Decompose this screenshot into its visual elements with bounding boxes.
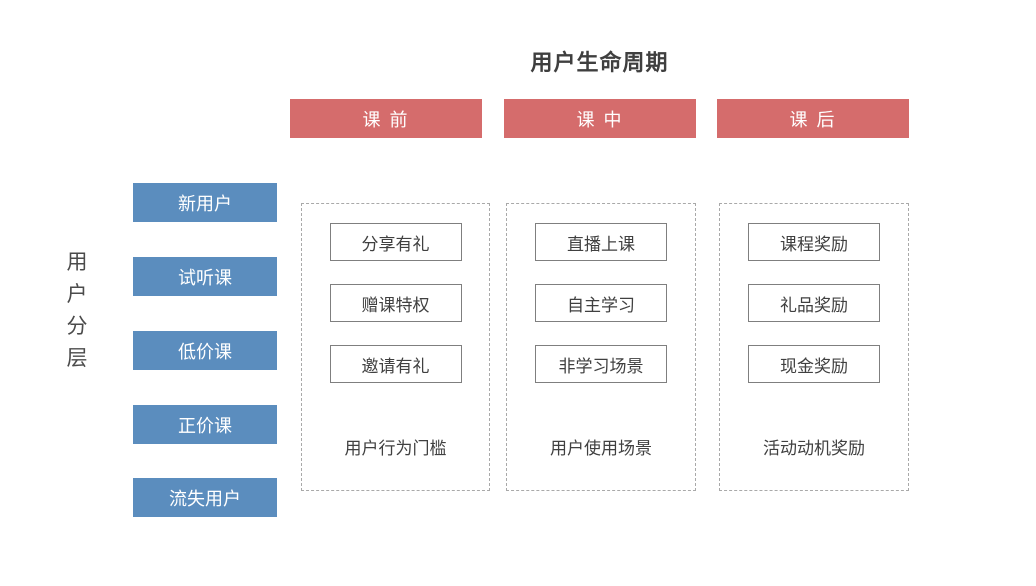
segment-low-price-class: 低价课 [133,331,277,370]
item-non-learning-scenario: 非学习场景 [535,345,667,383]
diagram-title: 用户生命周期 [530,50,669,75]
segment-churned-user: 流失用户 [133,478,277,517]
segment-full-price-class: 正价课 [133,405,277,444]
phase-header-before-class: 课 前 [290,99,482,138]
axis-label-char: 分 [66,315,88,338]
phase-header-during-class: 课 中 [504,99,696,138]
axis-label-char: 层 [66,347,88,370]
caption-user-behavior-threshold: 用户行为门槛 [344,439,447,458]
caption-activity-motivation-reward: 活动动机奖励 [763,439,865,458]
item-gift-class-privilege: 赠课特权 [329,284,462,322]
axis-label-char: 用 [66,251,88,274]
user-segmentation-axis-label: 用 户 分 层 [62,252,92,370]
item-self-study: 自主学习 [535,284,667,322]
segment-trial-class: 试听课 [133,257,277,296]
item-course-reward: 课程奖励 [748,223,880,261]
phase-column-during-class: 直播上课 自主学习 非学习场景 用户使用场景 [506,203,696,491]
axis-label-char: 户 [66,283,88,306]
item-share-gift: 分享有礼 [329,223,462,261]
item-live-class: 直播上课 [535,223,667,261]
item-invite-gift: 邀请有礼 [329,345,462,383]
segment-new-user: 新用户 [133,183,277,222]
caption-user-usage-scenarios: 用户使用场景 [550,439,652,458]
item-cash-reward: 现金奖励 [748,345,880,383]
phase-header-after-class: 课 后 [717,99,909,138]
phase-column-before-class: 分享有礼 赠课特权 邀请有礼 用户行为门槛 [301,203,490,491]
item-gift-reward: 礼品奖励 [748,284,880,322]
phase-column-after-class: 课程奖励 礼品奖励 现金奖励 活动动机奖励 [719,203,909,491]
